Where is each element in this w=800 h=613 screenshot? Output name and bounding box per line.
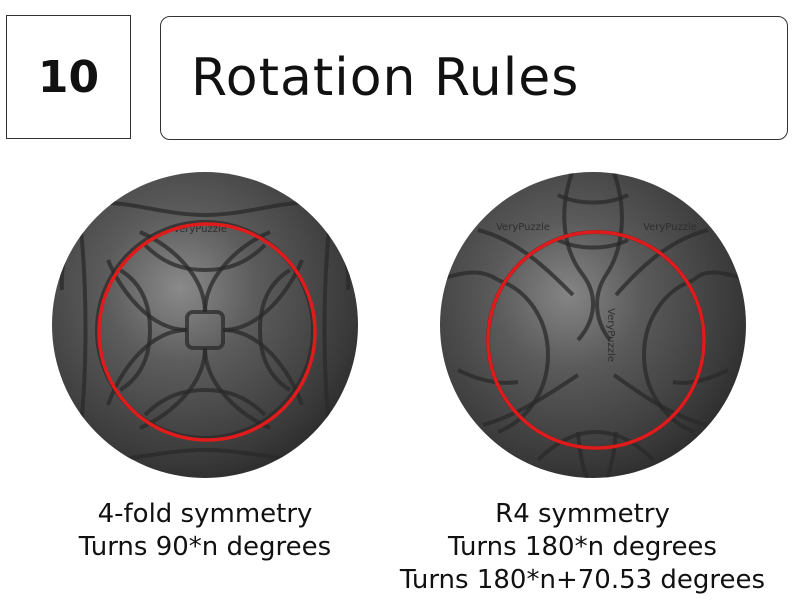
left-puzzle-sphere: VeryPuzzle bbox=[52, 172, 358, 478]
turn-rule: Turns 180*n+70.53 degrees bbox=[399, 565, 766, 595]
left-caption: 4-fold symmetry Turns 90*n degrees bbox=[30, 498, 380, 564]
logo-text: VeryPuzzle bbox=[605, 308, 616, 362]
logo-text: VeryPuzzle bbox=[496, 222, 550, 233]
right-caption: R4 symmetry Turns 180*n degrees Turns 18… bbox=[380, 498, 785, 597]
turn-rule: Turns 90*n degrees bbox=[78, 532, 332, 562]
turn-rule: Turns 180*n degrees bbox=[448, 532, 717, 562]
step-number: 10 bbox=[37, 51, 100, 103]
title-box: Rotation Rules bbox=[160, 16, 788, 140]
highlight-circle bbox=[97, 222, 317, 442]
page-title: Rotation Rules bbox=[191, 48, 580, 108]
sphere-body bbox=[52, 172, 358, 478]
symmetry-label: 4-fold symmetry bbox=[97, 499, 313, 529]
logo-text: VeryPuzzle bbox=[173, 224, 227, 235]
right-puzzle-sphere: VeryPuzzle VeryPuzzle VeryPuzzle bbox=[440, 172, 746, 478]
highlight-circle bbox=[486, 230, 706, 450]
logo-text: VeryPuzzle bbox=[643, 222, 697, 233]
symmetry-label: R4 symmetry bbox=[495, 499, 670, 529]
step-number-box: 10 bbox=[6, 15, 131, 139]
